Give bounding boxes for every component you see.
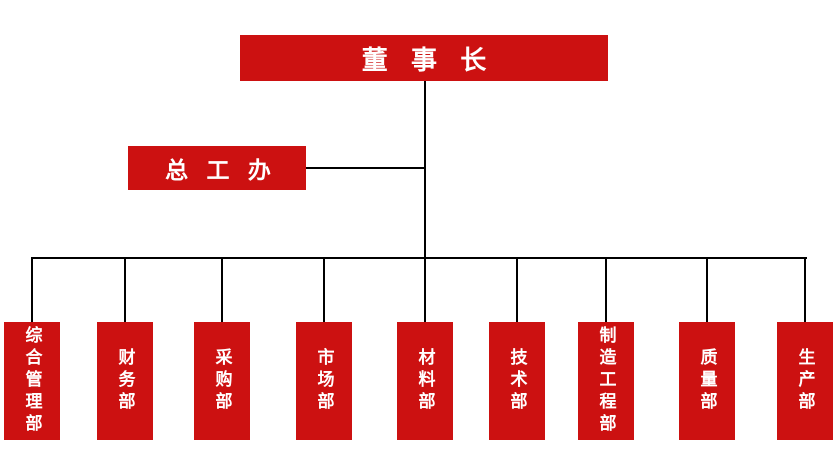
- drop-line: [323, 259, 325, 322]
- org-node-finance-dept: 财务部: [97, 322, 153, 440]
- connector-staff-horizontal: [306, 167, 424, 169]
- org-node-quality-dept: 质量部: [679, 322, 735, 440]
- drop-line: [424, 259, 426, 322]
- drop-line: [31, 259, 33, 322]
- drop-line: [221, 259, 223, 322]
- department-label: 综合管理部: [22, 326, 42, 436]
- org-node-procurement-dept: 采购部: [194, 322, 250, 440]
- org-node-manufacturing-engineering-dept: 制造工程部: [578, 322, 634, 440]
- drop-line: [124, 259, 126, 322]
- drop-line: [605, 259, 607, 322]
- chief-engineer-office-label: 总 工 办: [165, 157, 277, 183]
- org-node-marketing-dept: 市场部: [296, 322, 352, 440]
- department-label: 技术部: [507, 348, 527, 414]
- drop-line: [804, 259, 806, 322]
- department-label: 市场部: [314, 348, 334, 414]
- department-label: 财务部: [115, 348, 135, 414]
- department-label: 材料部: [415, 348, 435, 414]
- drop-line: [516, 259, 518, 322]
- connector-departments-horizontal: [31, 257, 807, 259]
- org-node-technology-dept: 技术部: [489, 322, 545, 440]
- org-node-general-management-dept: 综合管理部: [4, 322, 60, 440]
- department-label: 采购部: [212, 348, 232, 414]
- department-label: 生产部: [795, 348, 815, 414]
- org-node-chief-engineer-office: 总 工 办: [128, 146, 306, 190]
- department-label: 制造工程部: [596, 326, 616, 436]
- chairman-label: 董 事 长: [361, 44, 495, 75]
- drop-line: [706, 259, 708, 322]
- department-label: 质量部: [697, 348, 717, 414]
- connector-root-vertical: [424, 81, 426, 259]
- org-node-materials-dept: 材料部: [397, 322, 453, 440]
- org-node-production-dept: 生产部: [777, 322, 833, 440]
- org-node-chairman: 董 事 长: [240, 35, 608, 81]
